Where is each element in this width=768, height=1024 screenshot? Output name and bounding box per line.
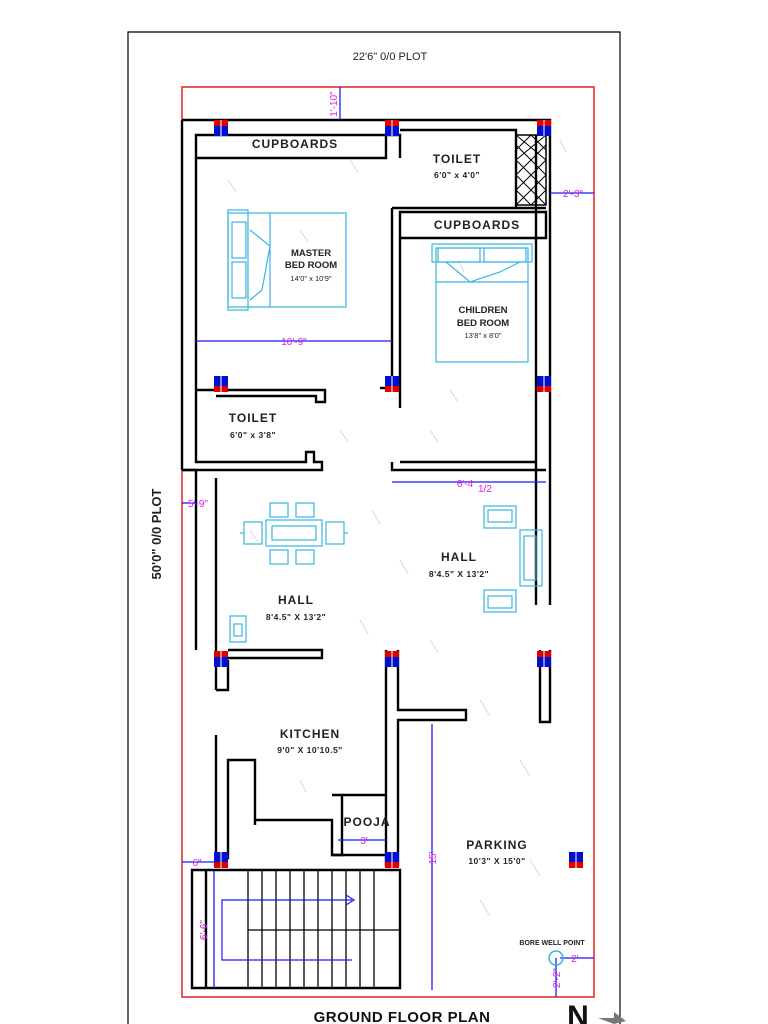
columns (214, 120, 583, 868)
hall-left-size: 8'4.5" X 13'2" (266, 612, 326, 622)
dim-pooja-width: 3' (360, 836, 368, 847)
wash-basin-icon (229, 615, 247, 643)
dim-top-setback: 1'-10" (329, 91, 340, 117)
dining-table-icon (240, 502, 348, 565)
north-arrow-icon (598, 1012, 626, 1024)
dim-hall-left-side: 5'-9" (188, 499, 208, 510)
furniture (227, 209, 543, 643)
plot-boundary (181, 86, 595, 998)
kitchen-size: 9'0" X 10'10.5" (277, 745, 342, 755)
kitchen-label: KITCHEN (280, 727, 340, 741)
bore-well-icon (548, 950, 564, 966)
staircase (221, 870, 400, 988)
bore-well-label: BORE WELL POINT (519, 940, 585, 947)
parking-size: 10'3" X 15'0" (468, 856, 525, 866)
children-bed-icon (431, 243, 533, 363)
toilet-mid-label: TOILET (229, 411, 277, 425)
toilet-top-label: TOILET (433, 152, 481, 166)
master-bedroom-label-1: MASTER (291, 248, 331, 259)
parking-label: PARKING (466, 838, 527, 852)
hall-left-label: HALL (278, 593, 314, 607)
sofa-set-icon (483, 505, 543, 613)
hall-right-size: 8'4.5" X 13'2" (429, 569, 489, 579)
master-bedroom-size: 14'0" x 10'9" (290, 274, 331, 283)
children-bedroom-label-1: CHILDREN (458, 305, 507, 316)
plot-width-label: 22'6" 0/0 PLOT (353, 51, 428, 63)
children-bedroom-label-2: BED ROOM (457, 318, 509, 329)
dim-parking-depth: 15' (428, 851, 439, 864)
dim-right-setback: 2'-3" (563, 189, 583, 200)
master-bed-icon (227, 209, 347, 311)
background-hatch (227, 139, 567, 917)
toilet-top-size: 6'0" x 4'0" (434, 170, 480, 180)
dim-hall-right-width-fraction: 1/2 (478, 484, 492, 495)
cupboards-1-label: CUPBOARDS (252, 137, 338, 151)
master-bedroom-label-2: BED ROOM (285, 260, 337, 271)
dim-stair-left: 6" (192, 858, 202, 869)
plot-length-label: 50'0" 0/0 PLOT (149, 488, 164, 579)
dim-hall-right-width: 6'-4 (457, 479, 474, 490)
north-label: N (567, 1000, 589, 1024)
cupboards-2-label: CUPBOARDS (434, 218, 520, 232)
duct-hatch (515, 134, 547, 206)
dim-bore-right: 2' (571, 954, 579, 965)
pooja-label: POOJA (343, 815, 390, 829)
dim-master-width: 10'-9" (281, 337, 307, 348)
sheet-border (127, 31, 621, 1024)
dim-stair-height: 6'-6" (199, 920, 210, 940)
dim-bore-bottom: 2'-2" (552, 968, 563, 988)
toilet-mid-size: 6'0" x 3'8" (230, 430, 276, 440)
plan-title: GROUND FLOOR PLAN (314, 1009, 491, 1024)
hall-right-label: HALL (441, 550, 477, 564)
children-bedroom-size: 13'8" x 8'0" (465, 331, 502, 340)
